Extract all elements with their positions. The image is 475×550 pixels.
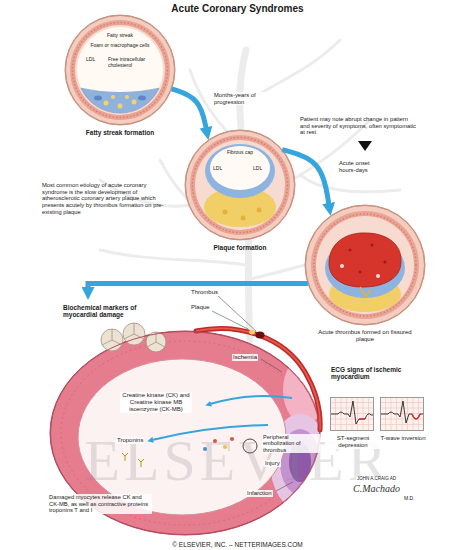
thrombus [329, 233, 401, 287]
cholesterol-drop [241, 216, 246, 221]
node-outline-shape [66, 16, 175, 125]
thrombus-cell [358, 270, 361, 273]
part-label: Fatty streak [106, 33, 134, 39]
coronary-plaque [249, 330, 255, 335]
copyright-notice: © ELSEVIER, INC. – NETTERIMAGES.COM [172, 541, 302, 548]
intima [75, 25, 165, 115]
t-inversion-mark [412, 414, 420, 419]
node-outline [185, 130, 295, 240]
part-label: Thrombus [190, 289, 219, 296]
white-cell [340, 264, 344, 268]
plaque-fissure [360, 287, 371, 297]
part-label: Peripheral embolization of thrombus [262, 434, 320, 453]
cholesterol-drop [118, 104, 123, 109]
ecg-grid [330, 397, 374, 431]
media-fibres [314, 214, 416, 316]
marker-label: Creatine kinase (CK) and Creatine kinase… [120, 392, 192, 413]
media-fibres [73, 23, 168, 118]
section-heading: ECG signs of ischemic myocardium [330, 366, 425, 381]
part-label: LDL [252, 166, 263, 172]
artist-signature: C.Machado [352, 483, 401, 495]
media-fibres [193, 138, 288, 233]
symptom-arrowhead [358, 141, 372, 151]
ecg-strip: T-wave inversion [380, 397, 424, 431]
cholesterol-drop [104, 101, 109, 106]
ecg-caption: ST-segment depression [325, 435, 381, 449]
media [311, 211, 419, 319]
media [70, 20, 170, 120]
part-label: LDL [212, 166, 223, 172]
artery-plaque [185, 130, 295, 240]
note-text: Patient may note abrupt change in patter… [300, 116, 418, 136]
part-label: Infarction [246, 490, 273, 497]
thrombus-cell [383, 260, 386, 263]
st-depression-mark [359, 418, 365, 420]
note-text: Damaged myocytes release CK and CK-MB, a… [48, 494, 152, 514]
cholesterol-drop [111, 95, 115, 99]
coronary-thrombus [256, 332, 265, 339]
part-label: Injury [264, 460, 281, 467]
node-outline [65, 15, 175, 125]
diagram-title: Acute Coronary Syndromes [171, 3, 303, 15]
coronary-artery [196, 329, 320, 430]
cholesterol-drop [125, 95, 129, 99]
adventitia [185, 130, 295, 240]
adventitia [305, 205, 425, 325]
edge-label: Months-years of progression [213, 92, 267, 105]
note-text: Most common etiology of acute coronary s… [42, 182, 164, 215]
ecg-paper [380, 397, 424, 431]
marker-release-arrow [210, 396, 292, 404]
adventitia [65, 15, 175, 125]
artist-signature: JOHN A.CRAIG AD [356, 476, 397, 481]
artery-thrombus [305, 205, 425, 325]
stage-heading: Acute thrombus formed on fissured plaque [317, 329, 413, 343]
edge-label: Acute onset hours-days [338, 160, 386, 173]
artery-fatty-streak [65, 15, 175, 125]
ecg-grid [380, 397, 424, 431]
ecg-strip: ST-segment depression [330, 397, 374, 431]
media [190, 135, 290, 235]
cholesterol-drop [132, 100, 137, 105]
white-cell [376, 274, 380, 278]
stage-heading: Plaque formation [213, 244, 266, 251]
artist-signature: M.D. [403, 496, 416, 502]
artery-cross-section: Fibrous capLDLLDLPlaque formation [185, 130, 295, 240]
cholesterol-drop [257, 208, 262, 213]
cholesterol-drop [223, 210, 228, 215]
ecg-strips [330, 397, 424, 431]
marker-label: Troponins [116, 437, 144, 444]
stage-heading: Fatty streak formation [86, 129, 154, 136]
node-outline [305, 205, 425, 325]
node-outline-shape [306, 206, 425, 325]
thrombus-cell [348, 248, 351, 251]
part-label: Ischemia [232, 354, 258, 361]
foam-cell [138, 96, 146, 101]
progression-arrow [172, 89, 207, 130]
ecg-paper [330, 397, 374, 431]
intima [316, 216, 414, 314]
ecg-trace [331, 401, 373, 424]
part-label: Free intracellular cholesterol [107, 57, 157, 69]
part-label: Fibrous cap [226, 150, 254, 156]
artery-cross-section: Acute thrombus formed on fissured plaque [305, 205, 425, 325]
fatty-streak [81, 88, 159, 113]
valve-cusps [102, 329, 122, 345]
part-label: Foam or macrophage cells [89, 43, 150, 49]
node-outline-shape [186, 131, 295, 240]
part-label: LDL [85, 57, 96, 63]
foam-cell [94, 96, 102, 101]
thrombus-cell [370, 243, 373, 246]
fibrous-cap [205, 144, 275, 198]
intima [195, 140, 285, 230]
lumen [77, 27, 163, 113]
lumen [210, 146, 270, 190]
artery-cross-section: Fatty streakFoam or macrophage cellsLDL F… [65, 15, 175, 125]
ecg-caption: T-wave inversion [379, 435, 426, 442]
progression-arrow [282, 150, 329, 206]
coronary-lumen [196, 329, 320, 430]
part-label: Plaque [190, 304, 211, 311]
ecg-trace [381, 401, 423, 423]
section-heading: Biochemical markers of myocardial damage [63, 304, 163, 319]
